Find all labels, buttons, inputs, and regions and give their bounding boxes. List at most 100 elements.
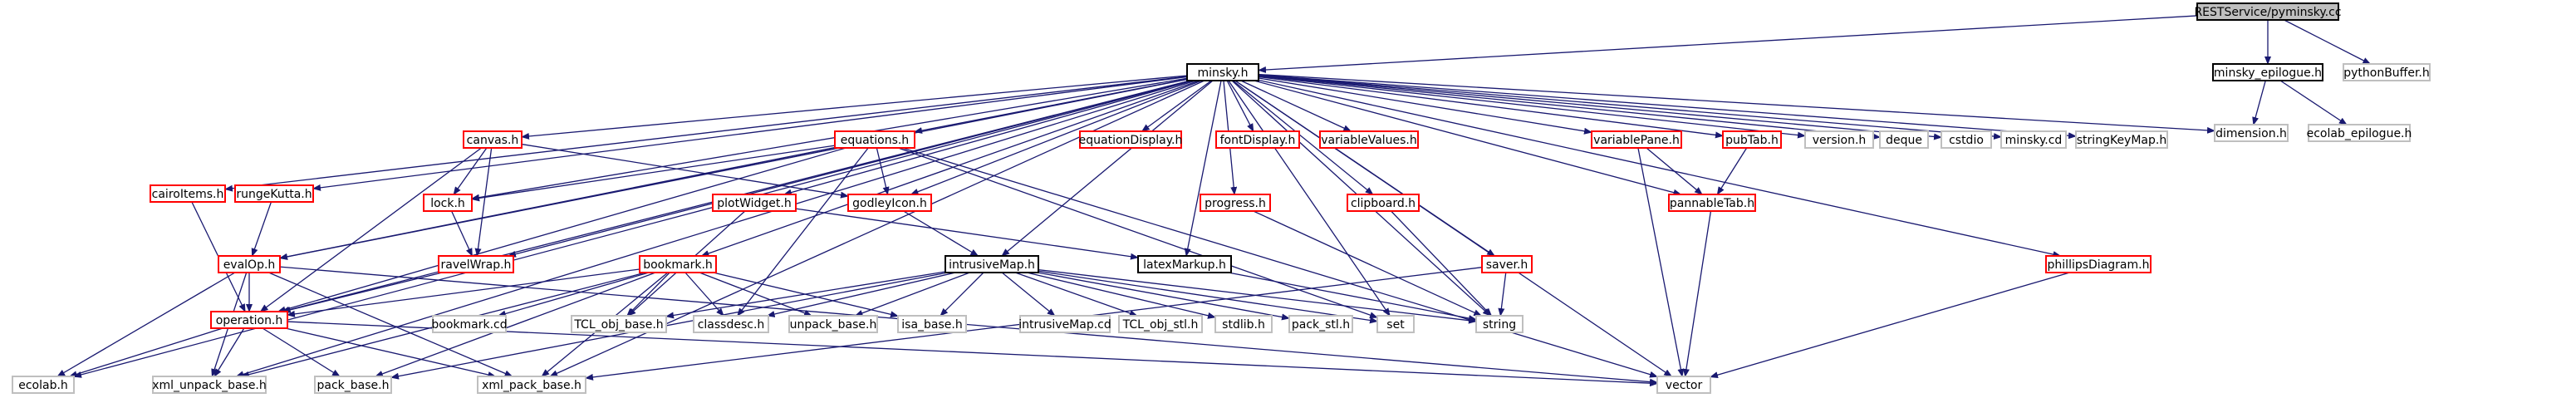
node-lock-h[interactable]: lock.h [423, 194, 473, 212]
node-canvas-h[interactable]: canvas.h [463, 130, 523, 149]
node-label: xml_pack_base.h [482, 379, 581, 392]
edge-minsky_h-to-godleyIcon_h [910, 80, 1202, 195]
edge-ravelWrap_h-to-operation_h [282, 272, 443, 313]
node-label: TCL_obj_base.h [573, 318, 663, 332]
node-isa-base-h[interactable]: isa_base.h [897, 315, 967, 333]
node-label: variableValues.h [1321, 134, 1417, 147]
edge-equations_h-to-evalOp_h [279, 146, 836, 260]
node-latexMarkup-h[interactable]: latexMarkup.h [1137, 255, 1232, 273]
node-label: godleyIcon.h [852, 197, 927, 210]
node-variableValues-h[interactable]: variableValues.h [1319, 130, 1419, 149]
node-ecolab-h[interactable]: ecolab.h [12, 376, 75, 394]
node-stringKeyMap-h[interactable]: stringKeyMap.h [2075, 130, 2168, 149]
node-xml-pack-base-h[interactable]: xml_pack_base.h [477, 376, 586, 394]
node-equations-h[interactable]: equations.h [834, 130, 915, 149]
node-label: ecolab.h [18, 379, 68, 392]
edge-evalOp_h-to-ecolab_h [56, 272, 236, 377]
edge-intrusiveMap_h-to-isa_base_h [940, 272, 984, 317]
node-label: phillipsDiagram.h [2048, 258, 2150, 272]
node-minsky-h[interactable]: minsky.h [1186, 63, 1259, 81]
node-intrusiveMap-cd[interactable]: intrusiveMap.cd [1018, 315, 1111, 333]
node-box [897, 315, 967, 333]
edge-bookmark_h-to-TCL_obj_base_h [626, 272, 670, 317]
node-box [477, 376, 586, 394]
edge-intrusiveMap_h-to-pack_base_h [390, 272, 949, 380]
node-label: fontDisplay.h [1220, 134, 1296, 147]
node-clipboard-h[interactable]: clipboard.h [1347, 194, 1420, 212]
edge-minsky_h-to-stringKeyMap_h [1258, 74, 2077, 140]
node-minsky-cd[interactable]: minsky.cd [2000, 130, 2067, 149]
node-evalOp-h[interactable]: evalOp.h [218, 255, 281, 273]
node-box [834, 130, 915, 149]
node-version-h[interactable]: version.h [1804, 130, 1874, 149]
node-box [1118, 315, 1203, 333]
node-TCL-obj-stl-h[interactable]: TCL_obj_stl.h [1118, 315, 1203, 333]
node-label: pubTab.h [1725, 134, 1779, 147]
node-label: equations.h [841, 134, 909, 147]
edge-minsky_h-to-bookmark_h [700, 80, 1200, 257]
node-label: equationDisplay.h [1079, 134, 1183, 147]
edge-minsky_h-to-phillipsDiagram_h [1258, 79, 2062, 258]
node-godleyIcon-h[interactable]: godleyIcon.h [847, 194, 932, 212]
node-cairoItems-h[interactable]: cairoItems.h [150, 184, 226, 203]
node-deque[interactable]: deque [1879, 130, 1929, 149]
node-box [945, 255, 1039, 273]
node-rungeKutta-h[interactable]: rungeKutta.h [234, 184, 314, 203]
node-string[interactable]: string [1475, 315, 1524, 333]
node-label: RESTService/pyminsky.cc [2194, 6, 2341, 19]
edge-bookmark_h-to-unpack_base_h [699, 272, 812, 317]
node-label: clipboard.h [1351, 197, 1416, 210]
node-progress-h[interactable]: progress.h [1200, 194, 1271, 212]
node-pack-stl-h[interactable]: pack_stl.h [1288, 315, 1353, 333]
edge-minsky_h-to-intrusiveMap_h [1001, 80, 1214, 257]
node-fontDisplay-h[interactable]: fontDisplay.h [1215, 130, 1300, 149]
node-minsky-epilogue-h[interactable]: minsky_epilogue.h [2212, 63, 2323, 81]
node-box [1668, 194, 1756, 212]
node-label: unpack_base.h [790, 318, 877, 332]
node-unpack-base-h[interactable]: unpack_base.h [788, 315, 878, 333]
edge-operation_h-to-xml_unpack_base_h [213, 327, 245, 377]
edge-pannableTab_h-to-vector [1682, 210, 1712, 377]
node-box [1722, 130, 1782, 149]
node-xml-unpack-base-h[interactable]: xml_unpack_base.h [152, 376, 267, 394]
node-pubTab-h[interactable]: pubTab.h [1722, 130, 1782, 149]
node-intrusiveMap-h[interactable]: intrusiveMap.h [945, 255, 1039, 273]
node-cstdio[interactable]: cstdio [1941, 130, 1992, 149]
node-pack-base-h[interactable]: pack_base.h [314, 376, 392, 394]
node-label: pack_stl.h [1292, 318, 1350, 332]
node-label: vector [1666, 379, 1703, 392]
file-nodes: RESTService/pyminsky.cc minsky.h minsky_ep… [12, 2, 2431, 394]
node-ecolab-epilogue-h[interactable]: ecolab_epilogue.h [2307, 124, 2412, 142]
node-pannableTab-h[interactable]: pannableTab.h [1668, 194, 1756, 212]
node-stdlib-h[interactable]: stdlib.h [1214, 315, 1273, 333]
node-ravelWrap-h[interactable]: ravelWrap.h [438, 255, 514, 273]
node-label: progress.h [1205, 197, 1266, 210]
node-root[interactable]: RESTService/pyminsky.cc [2194, 2, 2342, 21]
node-vector[interactable]: vector [1656, 376, 1711, 394]
edge-minsky_h-to-variableValues_h [1240, 80, 1352, 132]
node-equationDisplay-h[interactable]: equationDisplay.h [1079, 130, 1183, 149]
node-box [693, 315, 769, 333]
node-operation-h[interactable]: operation.h [210, 311, 288, 329]
node-box [639, 255, 717, 273]
edge-evalOp_h-to-xml_pack_base_h [268, 272, 513, 377]
node-TCL-obj-base-h[interactable]: TCL_obj_base.h [571, 315, 667, 333]
node-bookmark-cd[interactable]: bookmark.cd [431, 315, 508, 333]
edge-pubTab_h-to-pannableTab_h [1716, 147, 1748, 195]
node-plotWidget-h[interactable]: plotWidget.h [712, 194, 797, 212]
edge-latexMarkup_h-to-string [1228, 272, 1477, 322]
node-saver-h[interactable]: saver.h [1481, 255, 1533, 273]
node-phillipsDiagram-h[interactable]: phillipsDiagram.h [2045, 255, 2152, 273]
node-classdesc-h[interactable]: classdesc.h [693, 315, 769, 333]
edge-minsky_h-to-dimension_h [1258, 73, 2215, 134]
node-box [12, 376, 75, 394]
node-bookmark-h[interactable]: bookmark.h [639, 255, 717, 273]
node-pythonBuffer-h[interactable]: pythonBuffer.h [2343, 63, 2431, 81]
node-variablePane-h[interactable]: variablePane.h [1591, 130, 1682, 149]
edge-minsky_h-to-clipboard_h [1232, 80, 1374, 195]
node-box [218, 255, 281, 273]
edge-minsky_h-to-canvas_h [521, 75, 1188, 140]
node-dimension-h[interactable]: dimension.h [2214, 124, 2289, 142]
node-box [463, 130, 523, 149]
node-set[interactable]: set [1376, 315, 1415, 333]
